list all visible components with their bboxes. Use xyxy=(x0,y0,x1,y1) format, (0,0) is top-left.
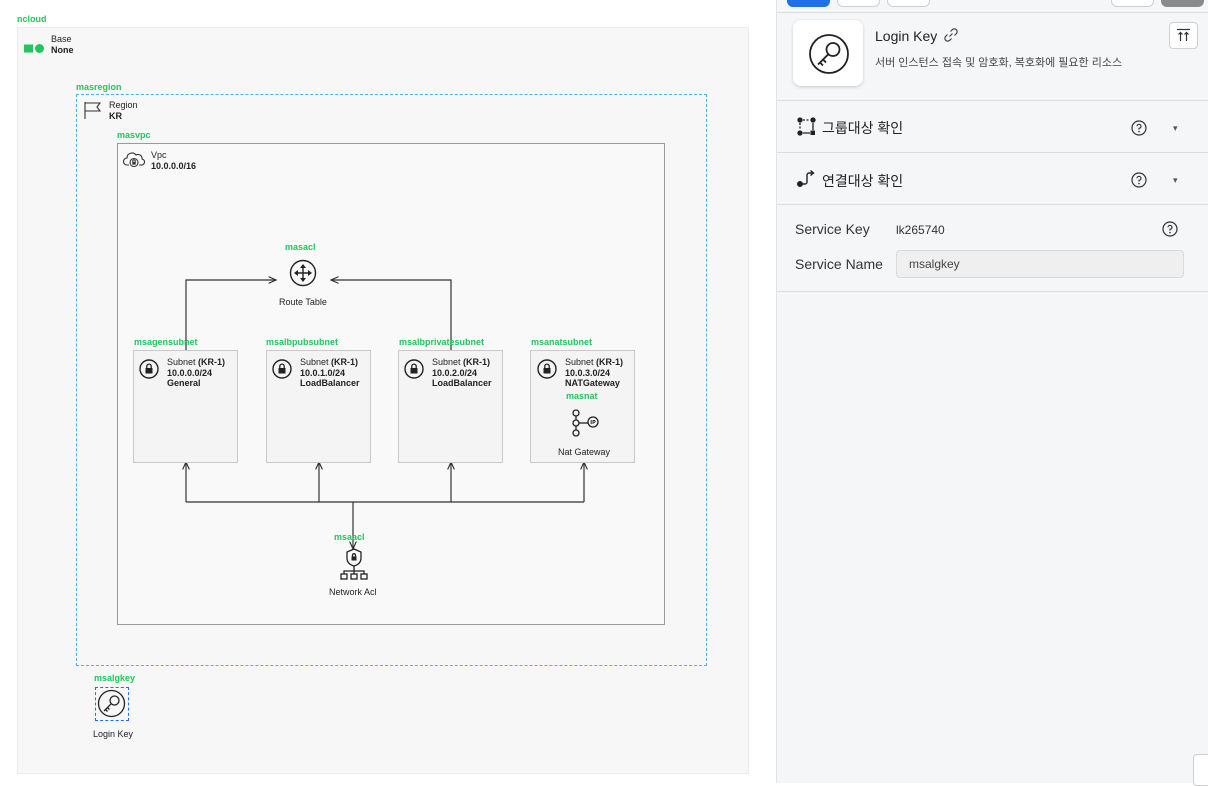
flag-icon xyxy=(82,100,102,120)
connection-targets-title: 연결대상 확인 xyxy=(822,173,904,189)
login-key-id-label: msalgkey xyxy=(94,673,136,683)
toolbar-button[interactable] xyxy=(837,0,880,7)
subnet-cidr: 10.0.0.0/24 xyxy=(167,368,213,378)
lock-icon xyxy=(139,359,159,379)
toolbar-button[interactable] xyxy=(887,0,930,7)
lock-icon xyxy=(272,359,292,379)
region-container[interactable] xyxy=(76,94,707,666)
subnet-type: LoadBalancer xyxy=(300,378,360,388)
service-key-label: Service Key xyxy=(795,221,870,237)
toolbar-dark-button[interactable] xyxy=(1161,0,1204,7)
service-key-value: lk265740 xyxy=(896,223,945,237)
subnet-id-label: msagensubnet xyxy=(134,337,198,347)
network-acl-label: Network Acl xyxy=(329,587,377,597)
subnet-title: Subnet xyxy=(300,357,329,367)
login-key-node[interactable] xyxy=(95,687,129,721)
region-value: KR xyxy=(109,111,122,121)
subnet-zone: (KR-1) xyxy=(198,357,226,367)
svg-text:IP: IP xyxy=(590,420,596,426)
help-icon[interactable] xyxy=(1131,120,1147,136)
lock-icon xyxy=(404,359,424,379)
link-icon[interactable] xyxy=(943,27,959,43)
resource-description: 서버 인스턴스 접속 및 암호화, 복호화에 필요한 리소스 xyxy=(875,57,1123,69)
properties-panel xyxy=(776,0,1208,783)
base-title: Base xyxy=(51,34,72,44)
resource-title: Login Key xyxy=(875,28,938,44)
nat-id-label: masnat xyxy=(566,391,598,401)
lock-icon xyxy=(537,359,557,379)
group-targets-section[interactable] xyxy=(777,100,1208,153)
base-icon xyxy=(24,40,46,53)
help-icon[interactable] xyxy=(1162,221,1178,237)
expand-caret-icon[interactable]: ▾ xyxy=(1173,175,1178,185)
subnet-cidr: 10.0.1.0/24 xyxy=(300,368,346,378)
help-icon[interactable] xyxy=(1131,172,1147,188)
nat-gateway-icon[interactable]: IP xyxy=(570,408,600,438)
toolbar-divider xyxy=(777,12,1208,13)
route-table-icon[interactable] xyxy=(289,259,317,287)
nat-gateway-label: Nat Gateway xyxy=(558,447,611,457)
vpc-cidr: 10.0.0.0/16 xyxy=(151,161,197,171)
region-id-label: masregion xyxy=(76,82,122,92)
connection-targets-section[interactable] xyxy=(777,152,1208,205)
resource-icon-card xyxy=(793,20,863,86)
region-title: Region xyxy=(109,100,138,110)
toolbar-primary-button[interactable] xyxy=(787,0,830,7)
subnet-zone: (KR-1) xyxy=(331,357,359,367)
expand-caret-icon[interactable]: ▾ xyxy=(1173,123,1178,133)
key-icon xyxy=(809,34,849,74)
collapse-top-button[interactable] xyxy=(1169,22,1198,49)
key-icon xyxy=(97,689,126,718)
vpc-title: Vpc xyxy=(151,150,167,160)
route-table-label: Route Table xyxy=(279,297,327,307)
network-acl-id-label: msaacl xyxy=(334,532,365,542)
subnet-type: LoadBalancer xyxy=(432,378,492,388)
subnet-id-label: msalbpubsubnet xyxy=(266,337,339,347)
subnet-title: Subnet xyxy=(432,357,461,367)
panel-corner-button[interactable] xyxy=(1193,754,1208,786)
vpc-id-label: masvpc xyxy=(117,130,151,140)
collapse-top-icon xyxy=(1177,28,1190,41)
subnet-title: Subnet xyxy=(565,357,594,367)
service-name-label: Service Name xyxy=(795,256,883,272)
connector-lines xyxy=(0,0,760,783)
divider xyxy=(777,204,1208,205)
cloud-lock-icon xyxy=(122,150,146,168)
route-table-id-label: masacl xyxy=(285,242,316,252)
connection-icon xyxy=(797,169,816,188)
subnet-zone: (KR-1) xyxy=(596,357,624,367)
subnet-cidr: 10.0.3.0/24 xyxy=(565,368,611,378)
login-key-label: Login Key xyxy=(93,729,134,739)
group-targets-title: 그룹대상 확인 xyxy=(822,120,904,136)
group-icon xyxy=(797,117,816,136)
subnet-id-label: msalbprivatesubnet xyxy=(399,337,485,347)
base-value: None xyxy=(51,45,74,55)
root-label: ncloud xyxy=(17,14,47,24)
subnet-id-label: msanatsubnet xyxy=(531,337,593,347)
service-name-input[interactable] xyxy=(896,250,1184,278)
toolbar-button[interactable] xyxy=(1111,0,1154,7)
subnet-zone: (KR-1) xyxy=(463,357,491,367)
subnet-type: NATGateway xyxy=(565,378,620,388)
subnet-cidr: 10.0.2.0/24 xyxy=(432,368,478,378)
divider xyxy=(777,291,1208,292)
network-acl-icon[interactable] xyxy=(338,548,370,580)
subnet-type: General xyxy=(167,378,201,388)
subnet-title: Subnet xyxy=(167,357,196,367)
